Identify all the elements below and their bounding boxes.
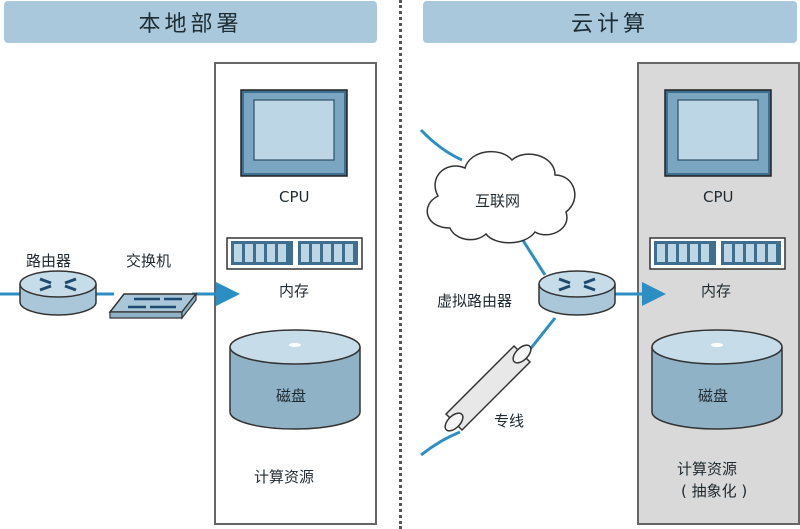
header-cloud-computing: 云计算: [423, 1, 797, 43]
compute-resources-label-cloud: 计算资源: [677, 460, 738, 478]
disk-label: 磁盘: [276, 387, 307, 405]
virtual-router-icon: [538, 270, 616, 316]
disk-label-cloud: 磁盘: [698, 387, 729, 405]
network-links-right: [419, 128, 666, 457]
virtual-router-label: 虚拟路由器: [437, 292, 513, 310]
cpu-label: CPU: [279, 188, 310, 206]
switch-label: 交换机: [126, 252, 172, 270]
internet-label: 互联网: [475, 192, 521, 210]
abstraction-note-label: ( 抽象化 ): [681, 482, 748, 500]
leased-line-label: 专线: [494, 412, 525, 430]
memory-label: 内存: [279, 282, 310, 300]
header-on-premise: 本地部署: [4, 1, 377, 43]
disk-icon: [229, 329, 361, 430]
disk-icon-cloud: [651, 329, 783, 430]
router-label: 路由器: [26, 252, 72, 270]
memory-module-icon: [226, 237, 363, 270]
cpu-label-cloud: CPU: [703, 188, 734, 206]
memory-module-icon-cloud: [649, 237, 786, 270]
switch-icon: [108, 292, 198, 320]
internet-cloud-icon: [426, 150, 576, 244]
cpu-icon: [240, 89, 348, 177]
compute-resources-label: 计算资源: [254, 468, 315, 486]
leased-line-pipe-icon: [444, 344, 532, 432]
memory-label-cloud: 内存: [701, 282, 732, 300]
router-icon: [19, 270, 97, 316]
cpu-icon-cloud: [664, 89, 772, 177]
section-divider: [399, 0, 402, 529]
